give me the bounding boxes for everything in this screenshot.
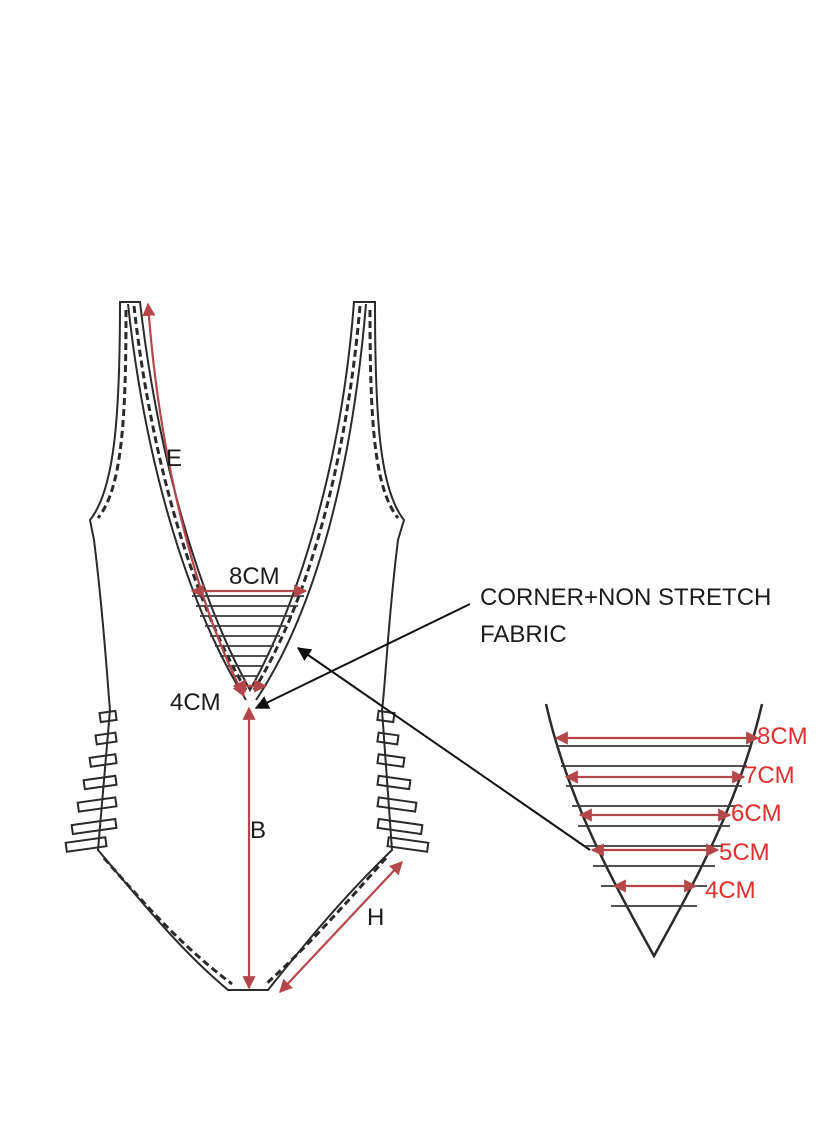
callout-leaders [254, 603, 591, 851]
callout-label-line2: FABRIC [480, 621, 567, 648]
swimsuit-front-view [64, 301, 430, 991]
detail-label-6cm: 6CM [731, 800, 782, 827]
measure-e-arrow [142, 302, 245, 698]
neckline-stitch-left [132, 305, 248, 691]
leg-stitch-left [102, 857, 233, 986]
leader-to-v-point [254, 603, 471, 709]
detail-label-5cm: 5CM [719, 839, 770, 866]
detail-label-8cm: 8CM [757, 723, 808, 750]
label-b: B [250, 817, 266, 844]
detail-measure-arrows [554, 731, 760, 893]
measurements [142, 302, 403, 993]
detail-v-outline [544, 703, 764, 959]
armhole-stitch-right [368, 309, 400, 519]
label-h: H [367, 904, 384, 931]
detail-label-7cm: 7CM [744, 762, 795, 789]
neckline-inner-edge [127, 303, 367, 701]
measure-h-arrow [279, 861, 403, 993]
label-8cm: 8CM [229, 563, 280, 590]
armhole-stitch-left [96, 309, 128, 519]
leader-from-detail [296, 647, 591, 851]
v-insert-detail: 8CM 7CM 6CM 5CM 4CM [544, 703, 808, 959]
side-cutouts-left [64, 709, 118, 853]
side-cutouts-right [376, 709, 430, 853]
neckline-stitch-right [252, 305, 362, 691]
label-4cm: 4CM [170, 689, 221, 716]
label-e: E [166, 445, 182, 472]
callout-label-line1: CORNER+NON STRETCH [480, 584, 771, 611]
detail-label-4cm: 4CM [705, 877, 756, 904]
